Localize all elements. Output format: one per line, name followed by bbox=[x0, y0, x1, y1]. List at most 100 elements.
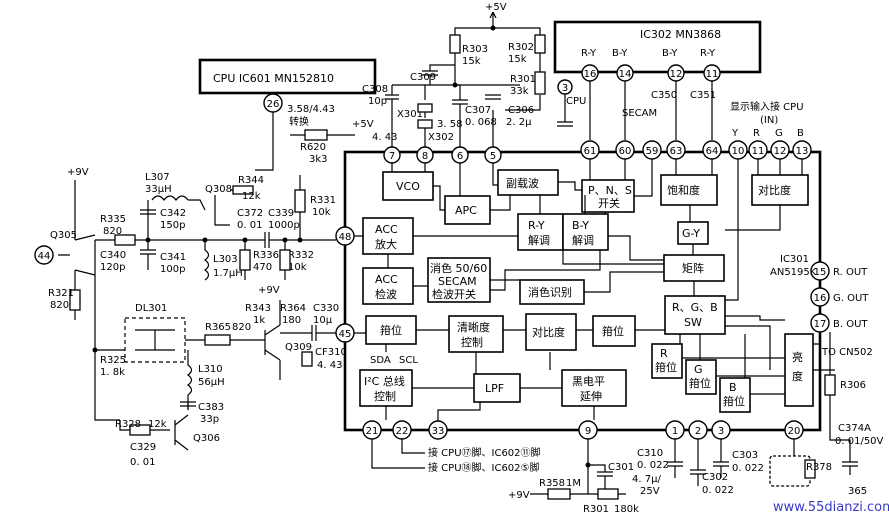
pin-48: 48 bbox=[339, 232, 352, 243]
ic302-pin-label: B-Y bbox=[662, 48, 678, 59]
q305-label: Q305 bbox=[50, 230, 77, 241]
block-black-ext-text: 延伸 bbox=[580, 390, 602, 403]
to-cn502-label: TO CN502 bbox=[821, 347, 873, 358]
block-sharpness bbox=[448, 315, 504, 353]
pin-number: 11 bbox=[752, 146, 765, 157]
internal-wiring bbox=[385, 159, 825, 420]
block-g-clamp bbox=[685, 359, 717, 395]
block-r-clamp-text: 箝位 bbox=[655, 360, 677, 374]
r325-value: 1. 8k bbox=[100, 367, 125, 378]
c301-label: C301 bbox=[608, 462, 634, 473]
c306-value: 2. 2μ bbox=[506, 117, 532, 128]
r332-label: R332 bbox=[288, 250, 314, 261]
block-saturation bbox=[660, 174, 718, 206]
cpu-pin-text: 转换 bbox=[289, 115, 309, 128]
r620-label: R620 bbox=[300, 142, 326, 153]
r336-label: R336 bbox=[253, 250, 279, 261]
l310-label: L310 bbox=[198, 364, 223, 375]
pin-45: 45 bbox=[339, 329, 352, 340]
secam-label: SECAM bbox=[622, 108, 657, 119]
supply-9v-bottom: +9V bbox=[508, 490, 530, 501]
c341-label: C341 bbox=[160, 252, 186, 263]
c339-label: C339 bbox=[268, 208, 294, 219]
r301b-label: R301 bbox=[583, 504, 609, 515]
block-rgb-sw-text: SW bbox=[684, 316, 702, 329]
c340-value: 120p bbox=[100, 262, 125, 273]
c340-label: C340 bbox=[100, 250, 126, 261]
pin-number: 63 bbox=[670, 146, 683, 157]
cpu-box bbox=[198, 58, 377, 95]
block-b-clamp-text: B bbox=[729, 381, 737, 394]
c306-label: C306 bbox=[508, 105, 534, 116]
block-clamp1 bbox=[365, 315, 417, 345]
block-i2c-text: 控制 bbox=[374, 389, 396, 403]
r302-value: 15k bbox=[508, 54, 527, 65]
pin-number: 12 bbox=[774, 146, 787, 157]
r301b-value: 180k bbox=[614, 504, 639, 515]
r301-value: 33k bbox=[510, 86, 529, 97]
c342-label: C342 bbox=[160, 208, 186, 219]
ic301-top-pins: 7 8 6 5 61 60 59 63 64 10 11 12 13 bbox=[383, 140, 812, 164]
left-circuitry: R620 3k3 44 Q305 R321 820 R335 820 L307 … bbox=[34, 112, 355, 468]
block-saturation-text: 饱和度 bbox=[667, 183, 700, 197]
block-brightness bbox=[784, 333, 814, 407]
c341-value: 100p bbox=[160, 264, 185, 275]
ic301-part: AN5195K bbox=[770, 267, 817, 278]
x301-label: X301 bbox=[397, 109, 423, 120]
c308-value: 10p bbox=[368, 96, 387, 107]
right-header-in: (IN) bbox=[760, 115, 778, 126]
c310-value: 0. 022 bbox=[637, 460, 669, 471]
c303-value: 0. 022 bbox=[732, 463, 764, 474]
pin-44: 44 bbox=[38, 251, 51, 262]
r303-label: R303 bbox=[462, 44, 488, 55]
pin-number: 2 bbox=[695, 426, 701, 437]
c303-label: C303 bbox=[732, 450, 758, 461]
r301-label: R301 bbox=[510, 74, 536, 85]
r364-label: R364 bbox=[280, 303, 306, 314]
pin-number: 3 bbox=[718, 426, 724, 437]
ic302-pin-number: 12 bbox=[670, 69, 683, 80]
x302-freq: 3. 58 bbox=[437, 119, 462, 130]
block-rgb-sw-text: R、G、B bbox=[672, 301, 718, 314]
c302-value: 0. 022 bbox=[702, 485, 734, 496]
r365-label: R365 bbox=[205, 322, 231, 333]
pin-g-label: G bbox=[775, 128, 783, 139]
c330-label: C330 bbox=[313, 303, 339, 314]
block-b-clamp bbox=[719, 377, 751, 413]
pin-number: 10 bbox=[732, 146, 745, 157]
pin-number: 21 bbox=[366, 426, 379, 437]
c350-label: C350 bbox=[651, 90, 677, 101]
r321-value: 820 bbox=[50, 300, 69, 311]
l307-label: L307 bbox=[145, 172, 170, 183]
r302-label: R302 bbox=[508, 42, 534, 53]
c308-label: C308 bbox=[362, 84, 388, 95]
r344-label: R344 bbox=[238, 175, 264, 186]
r336-value: 470 bbox=[253, 262, 272, 273]
ic302-pin-label: B-Y bbox=[612, 48, 628, 59]
supply-9v-mid: +9V bbox=[258, 285, 280, 296]
q309-label: Q309 bbox=[285, 342, 312, 353]
block-pns-text: P、N、S bbox=[588, 184, 632, 197]
c374a-label: C374A bbox=[838, 423, 871, 434]
pin-number: 1 bbox=[672, 426, 678, 437]
l303-value: 1.7μH bbox=[213, 268, 243, 279]
out-label: R. OUT bbox=[833, 267, 868, 278]
ic302-box bbox=[553, 20, 762, 74]
block-by-demod-text: B-Y bbox=[572, 219, 589, 232]
r325-label: R325 bbox=[100, 355, 126, 366]
block-brightness-text: 亮 bbox=[792, 350, 803, 364]
ic301-label: IC301 bbox=[780, 254, 809, 265]
block-apc-text: APC bbox=[455, 204, 477, 217]
block-g-clamp-text: 箝位 bbox=[689, 376, 711, 390]
r328-label: R328 bbox=[115, 419, 141, 430]
junction-dots bbox=[92, 25, 591, 468]
block-sharpness-text: 控制 bbox=[461, 335, 483, 349]
c310-label: C310 bbox=[637, 448, 663, 459]
pin-number: 8 bbox=[422, 151, 428, 162]
c301-voltage: 25V bbox=[640, 486, 660, 497]
block-vco-text: VCO bbox=[396, 180, 420, 193]
pin-3: 3 bbox=[562, 83, 568, 94]
block-black-ext-text: 黑电平 bbox=[572, 375, 605, 388]
block-kill-det-text: 检波开关 bbox=[432, 287, 476, 301]
block-contrast-mid bbox=[525, 313, 577, 351]
